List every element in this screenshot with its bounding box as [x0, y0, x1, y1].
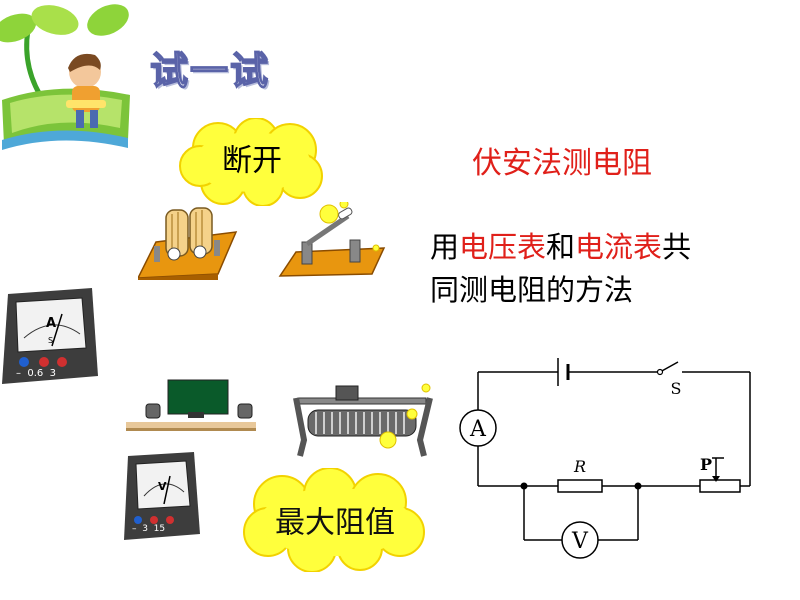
single-switch-image	[278, 202, 386, 277]
switch-device-image	[138, 207, 238, 280]
voltmeter-device: V – 3 15	[124, 452, 200, 540]
description-text: 用电压表和电流表共 同测电阻的方法	[430, 226, 780, 312]
circuit-slider-label: P	[700, 455, 712, 474]
rheostat-image	[293, 383, 433, 457]
rheostat-symbol	[699, 479, 741, 493]
circuit-voltmeter-label: V	[571, 529, 589, 554]
ammeter-symbol	[459, 409, 497, 447]
desc-voltmeter: 电压表	[459, 230, 547, 264]
cloud-switch-text: 断开	[222, 144, 282, 179]
topic-heading: 伏安法测电阻	[472, 146, 652, 181]
circuit-diagram: A V R S P	[459, 358, 751, 559]
resistor-symbol	[557, 479, 603, 493]
ammeter-device: A S – 0.6 3	[2, 288, 98, 384]
slider-arrow	[712, 476, 720, 482]
resistor-board-image	[126, 379, 256, 431]
voltmeter-body-image	[124, 452, 200, 540]
junction-left	[520, 482, 528, 490]
voltmeter-terminal-labels: – 3 15	[132, 524, 166, 534]
switch-pivot	[656, 368, 664, 376]
circuit-resistor-label: R	[573, 457, 586, 476]
junction-right	[634, 482, 642, 490]
ammeter-face-label: A	[46, 316, 57, 331]
desc-prefix: 用	[430, 230, 460, 264]
ammeter-terminal-labels: – 0.6 3	[16, 368, 56, 379]
circuit-ammeter-label: A	[469, 417, 487, 442]
ammeter-body-image	[2, 288, 98, 384]
callout-cloud-rheostat: 最大阻值	[243, 468, 425, 572]
ammeter-s-label: S	[48, 336, 54, 345]
callout-cloud-switch: 断开	[179, 118, 323, 206]
switch-blade	[659, 361, 679, 373]
desc-ammeter: 电流表	[575, 230, 663, 264]
logo-kid-book	[0, 4, 130, 150]
voltmeter-face-label: V	[158, 480, 167, 493]
circuit-switch-label: S	[671, 379, 682, 398]
slide-title: 试一试	[149, 48, 271, 94]
voltmeter-symbol	[561, 521, 599, 559]
desc-suffix: 共	[662, 230, 692, 264]
cloud-rheostat-text: 最大阻值	[275, 506, 395, 541]
desc-line2: 同测电阻的方法	[430, 273, 634, 307]
desc-connector: 和	[546, 230, 576, 264]
